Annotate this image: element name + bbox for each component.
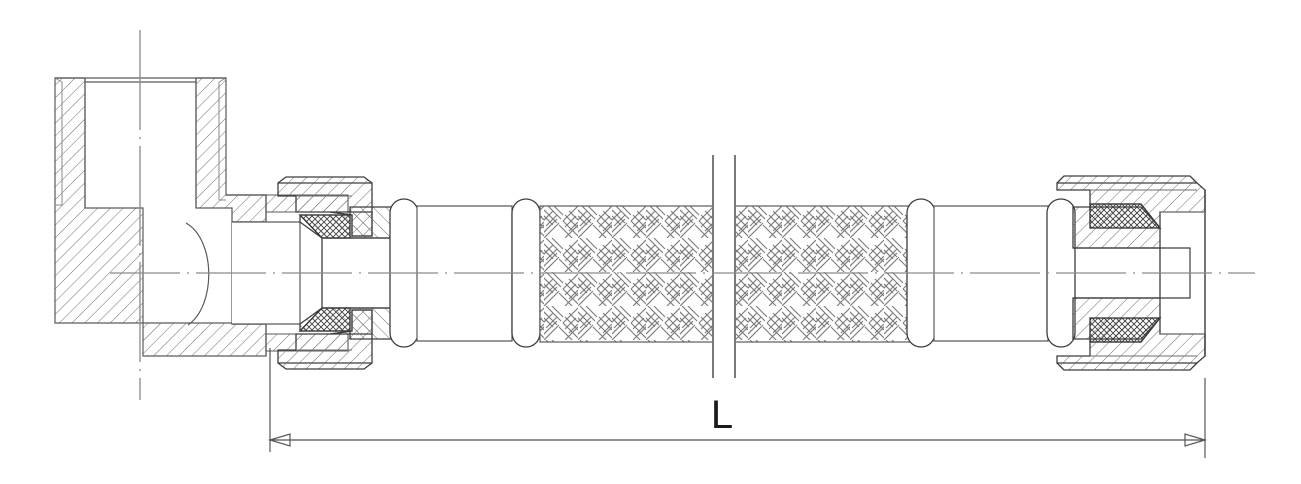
right-gasket [1089, 203, 1162, 343]
elbow-thread-lines [61, 82, 220, 205]
right-nut-lower [1056, 316, 1206, 364]
braided-hose [539, 205, 911, 343]
centerlines [110, 30, 1255, 400]
braided-hose-left-segment [539, 205, 714, 343]
elbow-bend-arc [185, 222, 210, 326]
dim-arrow-right [1184, 433, 1208, 447]
left-nut-thread-lines [296, 195, 352, 351]
right-nut-chamfers [1056, 175, 1198, 371]
elbow-bottom-web [142, 322, 267, 357]
dim-arrow-left [267, 433, 291, 447]
dimension-overall-length: L [267, 348, 1208, 458]
dimension-label-L: L [711, 393, 733, 437]
braided-hose-right-segment [734, 205, 911, 343]
elbow-left-wall [54, 77, 144, 324]
right-nut-upper [1056, 182, 1206, 230]
left-nut-chamfers [277, 176, 373, 370]
break-gap-mask [714, 206, 734, 342]
elbow-bore-vertical [84, 78, 197, 208]
elbow-right-wall [195, 77, 267, 223]
elbow-thread-chamfer [54, 77, 227, 206]
left-nipple [299, 206, 393, 340]
right-nut-thread-lines [1090, 189, 1205, 357]
hose-break-line [712, 155, 736, 378]
